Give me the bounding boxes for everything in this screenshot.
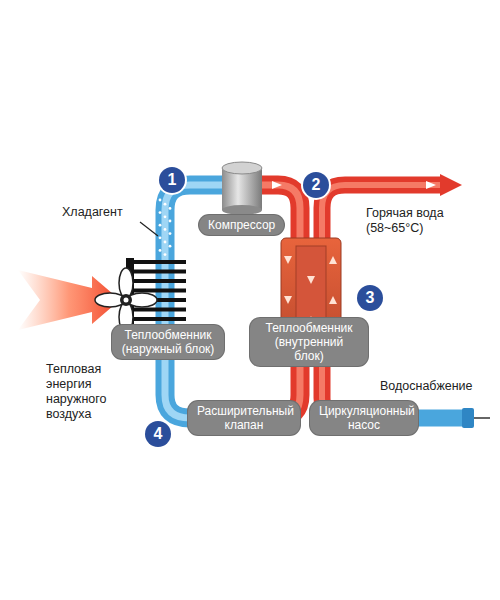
dot <box>159 236 162 239</box>
node-text: Расширительный клапан <box>197 404 291 432</box>
outdoor-air-energy-label: Тепловая энергия наружного воздуха <box>46 362 136 422</box>
flow-arrow <box>426 181 436 189</box>
dot <box>159 249 162 252</box>
dot <box>164 253 167 256</box>
water-inlet-stub <box>474 417 490 419</box>
dot <box>164 215 167 218</box>
dot <box>159 199 162 202</box>
fin <box>134 279 186 283</box>
leader-line <box>140 222 158 236</box>
heat-exchanger-box: Теплообменник (внутренний блок) <box>250 318 368 366</box>
dot <box>164 241 167 244</box>
dot <box>164 228 167 231</box>
callout-number: 4 <box>145 421 171 447</box>
dot <box>169 207 172 210</box>
compressor-base <box>222 205 262 215</box>
dot <box>164 203 167 206</box>
callout-number: 3 <box>357 285 383 311</box>
heat-exchanger-box: Теплообменник (наружный блок) <box>112 325 224 359</box>
node-text: Теплообменник (наружный блок) <box>121 328 215 356</box>
node-text: Компрессор <box>208 218 275 232</box>
dot <box>169 245 172 248</box>
fin <box>134 260 186 264</box>
valve-box: Расширительный клапан <box>188 401 300 435</box>
small-arrow <box>284 256 292 264</box>
fin <box>134 289 186 293</box>
water-inlet-cap <box>462 408 474 428</box>
node-text: Теплообменник (внутренний блок) <box>259 321 359 363</box>
small-arrow <box>329 296 337 304</box>
hot-water-label: Горячая вода (58~65°C) <box>366 206 478 236</box>
callout-number: 1 <box>159 167 185 193</box>
dot <box>169 232 172 235</box>
water-supply-label: Водоснабжение <box>380 379 495 394</box>
fan <box>95 268 157 332</box>
flow-arrow <box>272 181 282 189</box>
refrigerant-dots <box>159 199 172 256</box>
small-arrow <box>307 276 315 284</box>
hot-water-arrowhead <box>440 174 462 196</box>
small-arrow <box>284 296 292 304</box>
dot <box>159 211 162 214</box>
small-arrow <box>329 256 337 264</box>
node-text: Циркуляционный насос <box>319 404 409 432</box>
pump-box: Циркуляционный насос <box>310 401 418 435</box>
fin <box>134 270 186 274</box>
fin <box>134 317 186 321</box>
compressor-top <box>222 162 262 174</box>
compressor-label: Компрессор <box>199 215 284 235</box>
refrigerant-label: Хладагент <box>62 205 152 220</box>
fin <box>134 308 186 312</box>
dot <box>159 224 162 227</box>
callout-number: 2 <box>303 172 329 198</box>
dot <box>169 220 172 223</box>
